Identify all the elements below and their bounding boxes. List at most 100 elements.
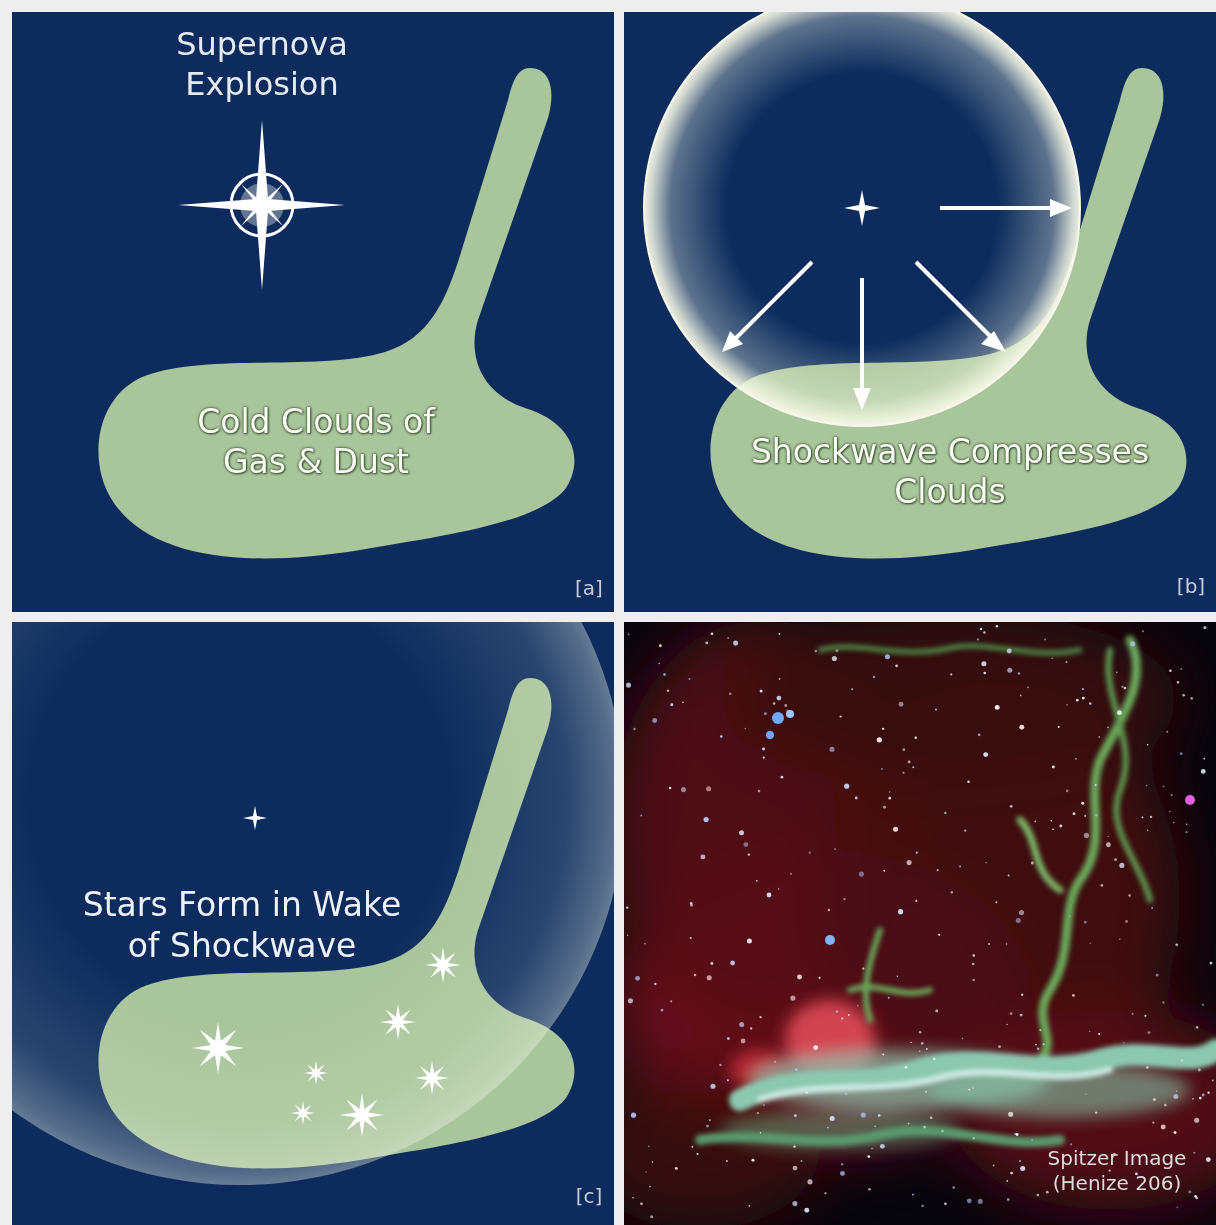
background-star <box>801 1160 803 1162</box>
background-star <box>841 1018 843 1020</box>
remnant-star <box>243 806 267 830</box>
background-star <box>1058 726 1060 728</box>
art-shape <box>740 1050 1216 1100</box>
background-star <box>1084 921 1087 924</box>
background-star <box>670 703 673 706</box>
background-star <box>1076 699 1079 702</box>
background-star <box>652 718 657 723</box>
background-star <box>649 1186 651 1188</box>
background-star <box>1006 1024 1008 1026</box>
background-star <box>1180 668 1182 670</box>
background-star <box>1203 626 1206 629</box>
background-star <box>733 641 738 646</box>
background-star <box>652 1161 654 1163</box>
background-star <box>882 728 884 730</box>
background-star <box>832 656 837 661</box>
background-star <box>983 672 986 675</box>
background-star <box>663 673 666 676</box>
background-star <box>1101 884 1104 887</box>
background-star <box>873 676 875 678</box>
background-star <box>1182 694 1184 696</box>
background-star <box>964 830 966 832</box>
background-star <box>977 638 979 640</box>
background-star <box>747 938 752 943</box>
background-star <box>1082 688 1084 690</box>
background-star <box>633 728 635 730</box>
background-star <box>748 853 750 855</box>
background-star <box>978 733 981 736</box>
background-star <box>792 1201 797 1206</box>
background-star <box>897 975 898 976</box>
background-star <box>1066 790 1069 793</box>
panel-letter: [a] <box>568 576 610 601</box>
background-star <box>626 906 628 908</box>
background-star <box>1176 1090 1178 1092</box>
background-star <box>1174 1131 1177 1134</box>
background-star <box>861 1112 866 1117</box>
background-star <box>1031 862 1034 865</box>
shockwave <box>644 0 1080 426</box>
background-star <box>1130 641 1135 646</box>
label-slot: [c] <box>568 1184 610 1209</box>
background-star <box>844 784 849 789</box>
bright-star <box>825 935 835 945</box>
background-star <box>681 787 686 792</box>
background-star <box>727 1079 729 1081</box>
background-star <box>719 1064 721 1066</box>
background-star <box>1073 812 1076 815</box>
background-star <box>1186 823 1187 824</box>
background-star <box>1176 1207 1177 1208</box>
background-star <box>881 768 883 770</box>
background-star <box>659 663 661 665</box>
background-star <box>1095 1112 1097 1114</box>
background-star <box>700 854 705 859</box>
background-star <box>919 1031 921 1033</box>
background-star <box>790 873 792 875</box>
background-star <box>1121 686 1123 688</box>
art-shape <box>700 1131 1060 1142</box>
background-star <box>1016 918 1021 923</box>
background-star <box>1069 915 1071 917</box>
background-star <box>857 1005 859 1007</box>
art-shape <box>1108 650 1150 900</box>
new-star <box>425 947 461 983</box>
background-star <box>696 1153 698 1155</box>
art-shape <box>178 120 345 290</box>
background-star <box>907 860 912 865</box>
art-shape <box>1040 640 1137 1060</box>
background-star <box>706 786 711 791</box>
background-star <box>843 898 845 900</box>
background-star <box>935 708 937 710</box>
background-star <box>1044 639 1046 641</box>
background-star <box>967 1198 972 1203</box>
background-star <box>830 1116 835 1121</box>
background-star <box>1027 686 1029 688</box>
background-star <box>1194 1195 1197 1198</box>
background-star <box>874 1126 876 1128</box>
background-star <box>1106 842 1111 847</box>
background-star <box>1153 1098 1156 1101</box>
label-slot: Stars Form in Wake of Shockwave <box>67 884 417 967</box>
background-star <box>1180 752 1183 755</box>
cloud-label: Shockwave Compresses Clouds <box>730 432 1170 513</box>
background-star <box>915 737 918 740</box>
background-star <box>1066 704 1068 706</box>
background-star <box>883 806 886 809</box>
background-star <box>1124 687 1127 690</box>
background-star <box>780 776 783 779</box>
background-star <box>635 976 640 981</box>
background-star <box>1107 726 1109 728</box>
background-star <box>895 665 898 668</box>
background-star <box>790 996 795 1001</box>
background-star <box>1085 1093 1087 1095</box>
background-star <box>1142 630 1144 632</box>
background-star <box>727 1037 730 1040</box>
background-star <box>1128 894 1131 897</box>
background-star <box>1161 1125 1166 1130</box>
background-star <box>1206 1157 1211 1162</box>
background-star <box>908 1123 910 1125</box>
background-star <box>763 1104 765 1106</box>
background-star <box>1035 1044 1037 1046</box>
background-star <box>1006 943 1007 944</box>
background-star <box>726 1160 728 1162</box>
